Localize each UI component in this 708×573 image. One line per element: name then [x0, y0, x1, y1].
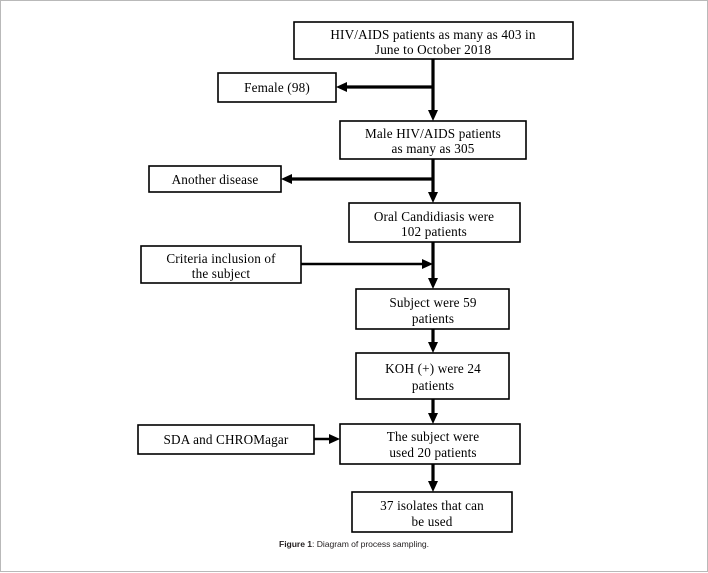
figure-caption-separator: : [312, 539, 317, 549]
node-total-patients-line1: HIV/AIDS patients as many as 403 in [330, 27, 535, 42]
node-oral-candidiasis-box [348, 202, 521, 243]
node-female-label: Female (98) [244, 80, 310, 95]
node-subject-used-line2: used 20 patients [389, 445, 476, 460]
flow-connectors [281, 59, 438, 492]
node-sda-chromagar-box [137, 424, 315, 455]
node-oral-candidiasis[interactable]: Oral Candidiasis were 102 patients [348, 202, 521, 243]
figure-caption-text: Diagram of process sampling. [316, 539, 429, 549]
node-another-disease-box [148, 165, 282, 193]
node-subject-used[interactable]: The subject were used 20 patients [339, 423, 521, 465]
figure-caption-label: Figure 1 [279, 539, 313, 549]
node-koh-line1: KOH (+) were 24 [385, 361, 481, 376]
node-subject-line1: Subject were 59 [389, 295, 476, 310]
arrowhead-total-to-female [336, 82, 347, 92]
node-subject[interactable]: Subject were 59 patients [355, 288, 510, 330]
node-total-patients-line2: June to October 2018 [375, 42, 491, 57]
node-another-disease-label: Another disease [172, 172, 259, 187]
node-male-patients-line1: Male HIV/AIDS patients [365, 126, 501, 141]
node-another-disease[interactable]: Another disease [148, 165, 282, 193]
figure-caption: Figure 1: Diagram of process sampling. [1, 539, 707, 549]
node-criteria-inclusion-line2: the subject [192, 266, 251, 281]
arrowhead-oral-to-subject [428, 278, 438, 289]
node-oral-candidiasis-line2: 102 patients [401, 224, 467, 239]
node-total-patients[interactable]: HIV/AIDS patients as many as 403 in June… [293, 21, 574, 60]
node-oral-candidiasis-line1: Oral Candidiasis were [374, 209, 494, 224]
node-criteria-inclusion[interactable]: Criteria inclusion of the subject [140, 245, 302, 284]
node-criteria-inclusion-box [140, 245, 302, 284]
node-isolates[interactable]: 37 isolates that can be used [351, 491, 513, 533]
node-male-patients[interactable]: Male HIV/AIDS patients as many as 305 [339, 120, 527, 160]
node-subject-box [355, 288, 510, 330]
arrowhead-total-to-male [428, 110, 438, 121]
arrowhead-male-to-another-disease [281, 174, 292, 184]
node-male-patients-line2: as many as 305 [391, 141, 474, 156]
node-isolates-line2: be used [412, 514, 453, 529]
arrowhead-criteria-to-spine [422, 259, 433, 269]
node-sda-chromagar[interactable]: SDA and CHROMagar [137, 424, 315, 455]
node-total-patients-box [293, 21, 574, 60]
node-subject-used-box [339, 423, 521, 465]
node-male-patients-box [339, 120, 527, 160]
node-isolates-box [351, 491, 513, 533]
node-criteria-inclusion-line1: Criteria inclusion of [166, 251, 276, 266]
node-female[interactable]: Female (98) [217, 72, 337, 103]
node-isolates-line1: 37 isolates that can [380, 498, 484, 513]
node-subject-line2: patients [412, 311, 454, 326]
arrowhead-subject-to-koh [428, 342, 438, 353]
node-female-box [217, 72, 337, 103]
node-sda-chromagar-label: SDA and CHROMagar [164, 432, 289, 447]
node-koh-line2: patients [412, 378, 454, 393]
node-subject-used-line1: The subject were [387, 429, 479, 444]
node-koh-box [355, 352, 510, 400]
arrowhead-sda-to-subject-used [329, 434, 340, 444]
node-koh[interactable]: KOH (+) were 24 patients [355, 352, 510, 400]
arrowhead-koh-to-subject-used [428, 413, 438, 424]
arrowhead-male-to-oral [428, 192, 438, 203]
arrowhead-subject-used-to-isolates [428, 481, 438, 492]
